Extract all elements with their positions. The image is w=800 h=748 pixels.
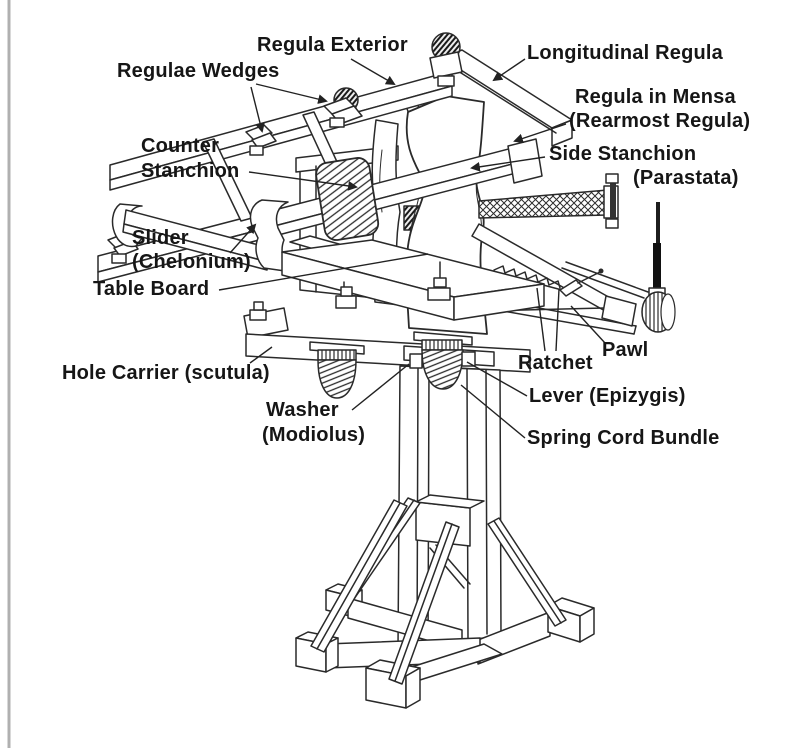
winch-lever: [641, 202, 676, 333]
counter-stanchion-spring: [315, 157, 380, 241]
washer-left: [309, 341, 365, 399]
label-washer: Washer: [266, 399, 339, 421]
label-longitudinal-regula: Longitudinal Regula: [527, 42, 724, 64]
label-regula-exterior: Regula Exterior: [257, 34, 408, 56]
label-modiolus: (Modiolus): [262, 424, 366, 446]
spring-arm: [478, 173, 619, 229]
regulae-wedges-shapes: [107, 32, 463, 264]
stock-and-ratchet: [439, 223, 649, 335]
label-regulae-wedges: Regulae Wedges: [117, 60, 280, 82]
label-side-stanchion: Side Stanchion: [549, 143, 697, 165]
label-parastata: (Parastata): [633, 167, 739, 189]
label-pawl: Pawl: [602, 339, 649, 361]
label-spring-cord-bundle: Spring Cord Bundle: [527, 427, 720, 449]
label-hole-carrier: Hole Carrier (scutula): [62, 362, 270, 384]
label-table-board: Table Board: [93, 278, 210, 300]
label-chelonium: (Chelonium): [132, 251, 251, 273]
label-stanchion: Stanchion: [141, 160, 240, 182]
label-slider: Slider: [132, 227, 189, 249]
base-braces: [310, 497, 567, 685]
label-rearmost-regula: (Rearmost Regula): [569, 110, 751, 132]
washer-right: [409, 331, 476, 390]
top-frame: [97, 49, 573, 283]
label-lever: Lever (Epizygis): [529, 385, 686, 407]
label-ratchet: Ratchet: [518, 352, 593, 374]
leader-lines: [218, 58, 606, 439]
label-counter: Counter: [141, 135, 220, 157]
pedestal-column: [397, 345, 502, 653]
table-board-shape: [281, 239, 545, 321]
label-regula-in-mensa: Regula in Mensa: [575, 86, 736, 108]
